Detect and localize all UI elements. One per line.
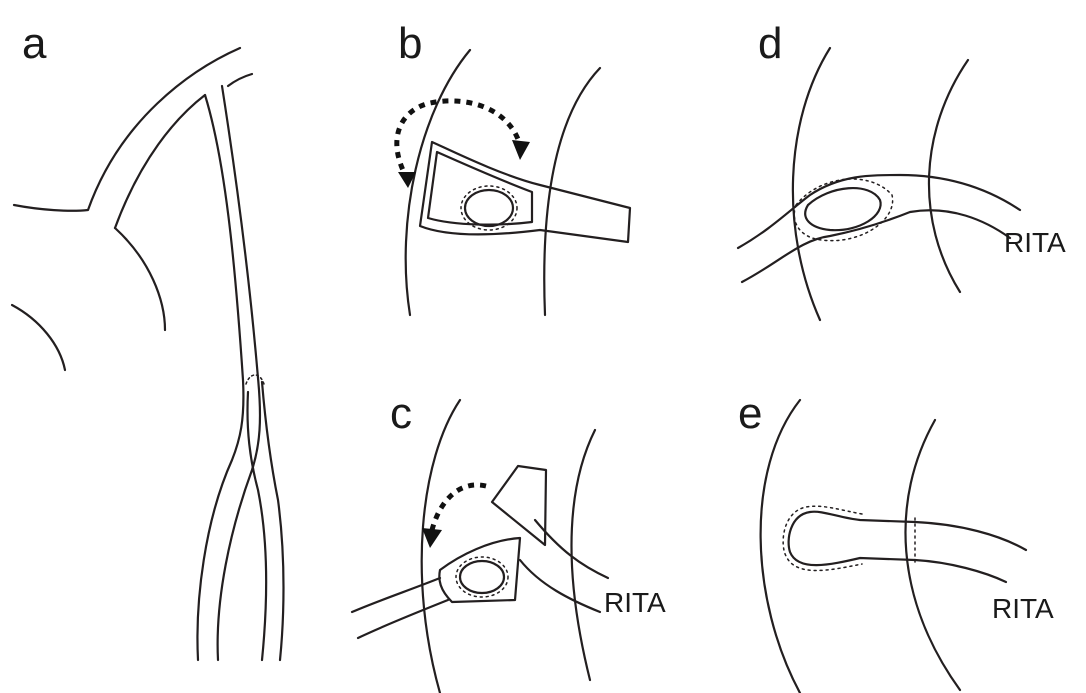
stitches-b — [461, 186, 517, 230]
rita-bottom-wall-e — [915, 560, 1006, 582]
panel-c-letter: c — [390, 389, 412, 438]
stitches-c — [456, 557, 508, 597]
graft-top-wall-c — [352, 578, 440, 612]
flap-outer-b — [420, 142, 630, 242]
arrowhead-c — [422, 528, 442, 548]
heart-wall-left-e — [761, 400, 800, 693]
aorta-inner-wall — [115, 95, 205, 228]
rita-bottom-wall-d — [742, 210, 1010, 282]
panel-b: b — [397, 19, 630, 315]
ita-left-wall — [247, 392, 266, 660]
rita-label-d: RITA — [1004, 227, 1066, 258]
proximal-flap-c — [492, 466, 546, 545]
heart-wall-right-c — [571, 430, 595, 680]
anastomosis-ring-c — [460, 561, 504, 593]
anastomosis-d — [805, 188, 880, 230]
panel-a: a — [12, 19, 284, 660]
panel-d-letter: d — [758, 19, 782, 68]
graft-bottom-wall-c — [358, 600, 448, 638]
panel-a-letter: a — [22, 19, 47, 68]
arrowhead-b-right — [512, 140, 530, 160]
panel-b-letter: b — [398, 19, 422, 68]
rita-label-e: RITA — [992, 593, 1054, 624]
heart-wall-right-b — [544, 68, 600, 315]
graft-end-e — [789, 512, 915, 565]
anastomosis-ring-b — [465, 190, 513, 226]
aorta-outer-wall — [14, 48, 240, 211]
panel-e-letter: e — [738, 389, 762, 438]
heart-wall-left-c — [422, 400, 460, 693]
panel-e: e RITA — [738, 389, 1054, 693]
heart-left-curve — [12, 305, 65, 370]
heart-wall-right-e — [905, 420, 960, 690]
rita-label-c: RITA — [604, 587, 666, 618]
heart-wall-right-d — [929, 60, 968, 292]
rita-top-wall-e — [915, 522, 1026, 550]
panel-c: c RITA — [352, 389, 666, 693]
graft-right-wall — [218, 86, 260, 660]
heart-outline — [115, 228, 165, 330]
rotation-arrow-c — [432, 485, 486, 530]
panel-d: d RITA — [738, 19, 1066, 320]
heart-wall-left-b — [406, 50, 470, 315]
branch-wall — [228, 74, 252, 86]
